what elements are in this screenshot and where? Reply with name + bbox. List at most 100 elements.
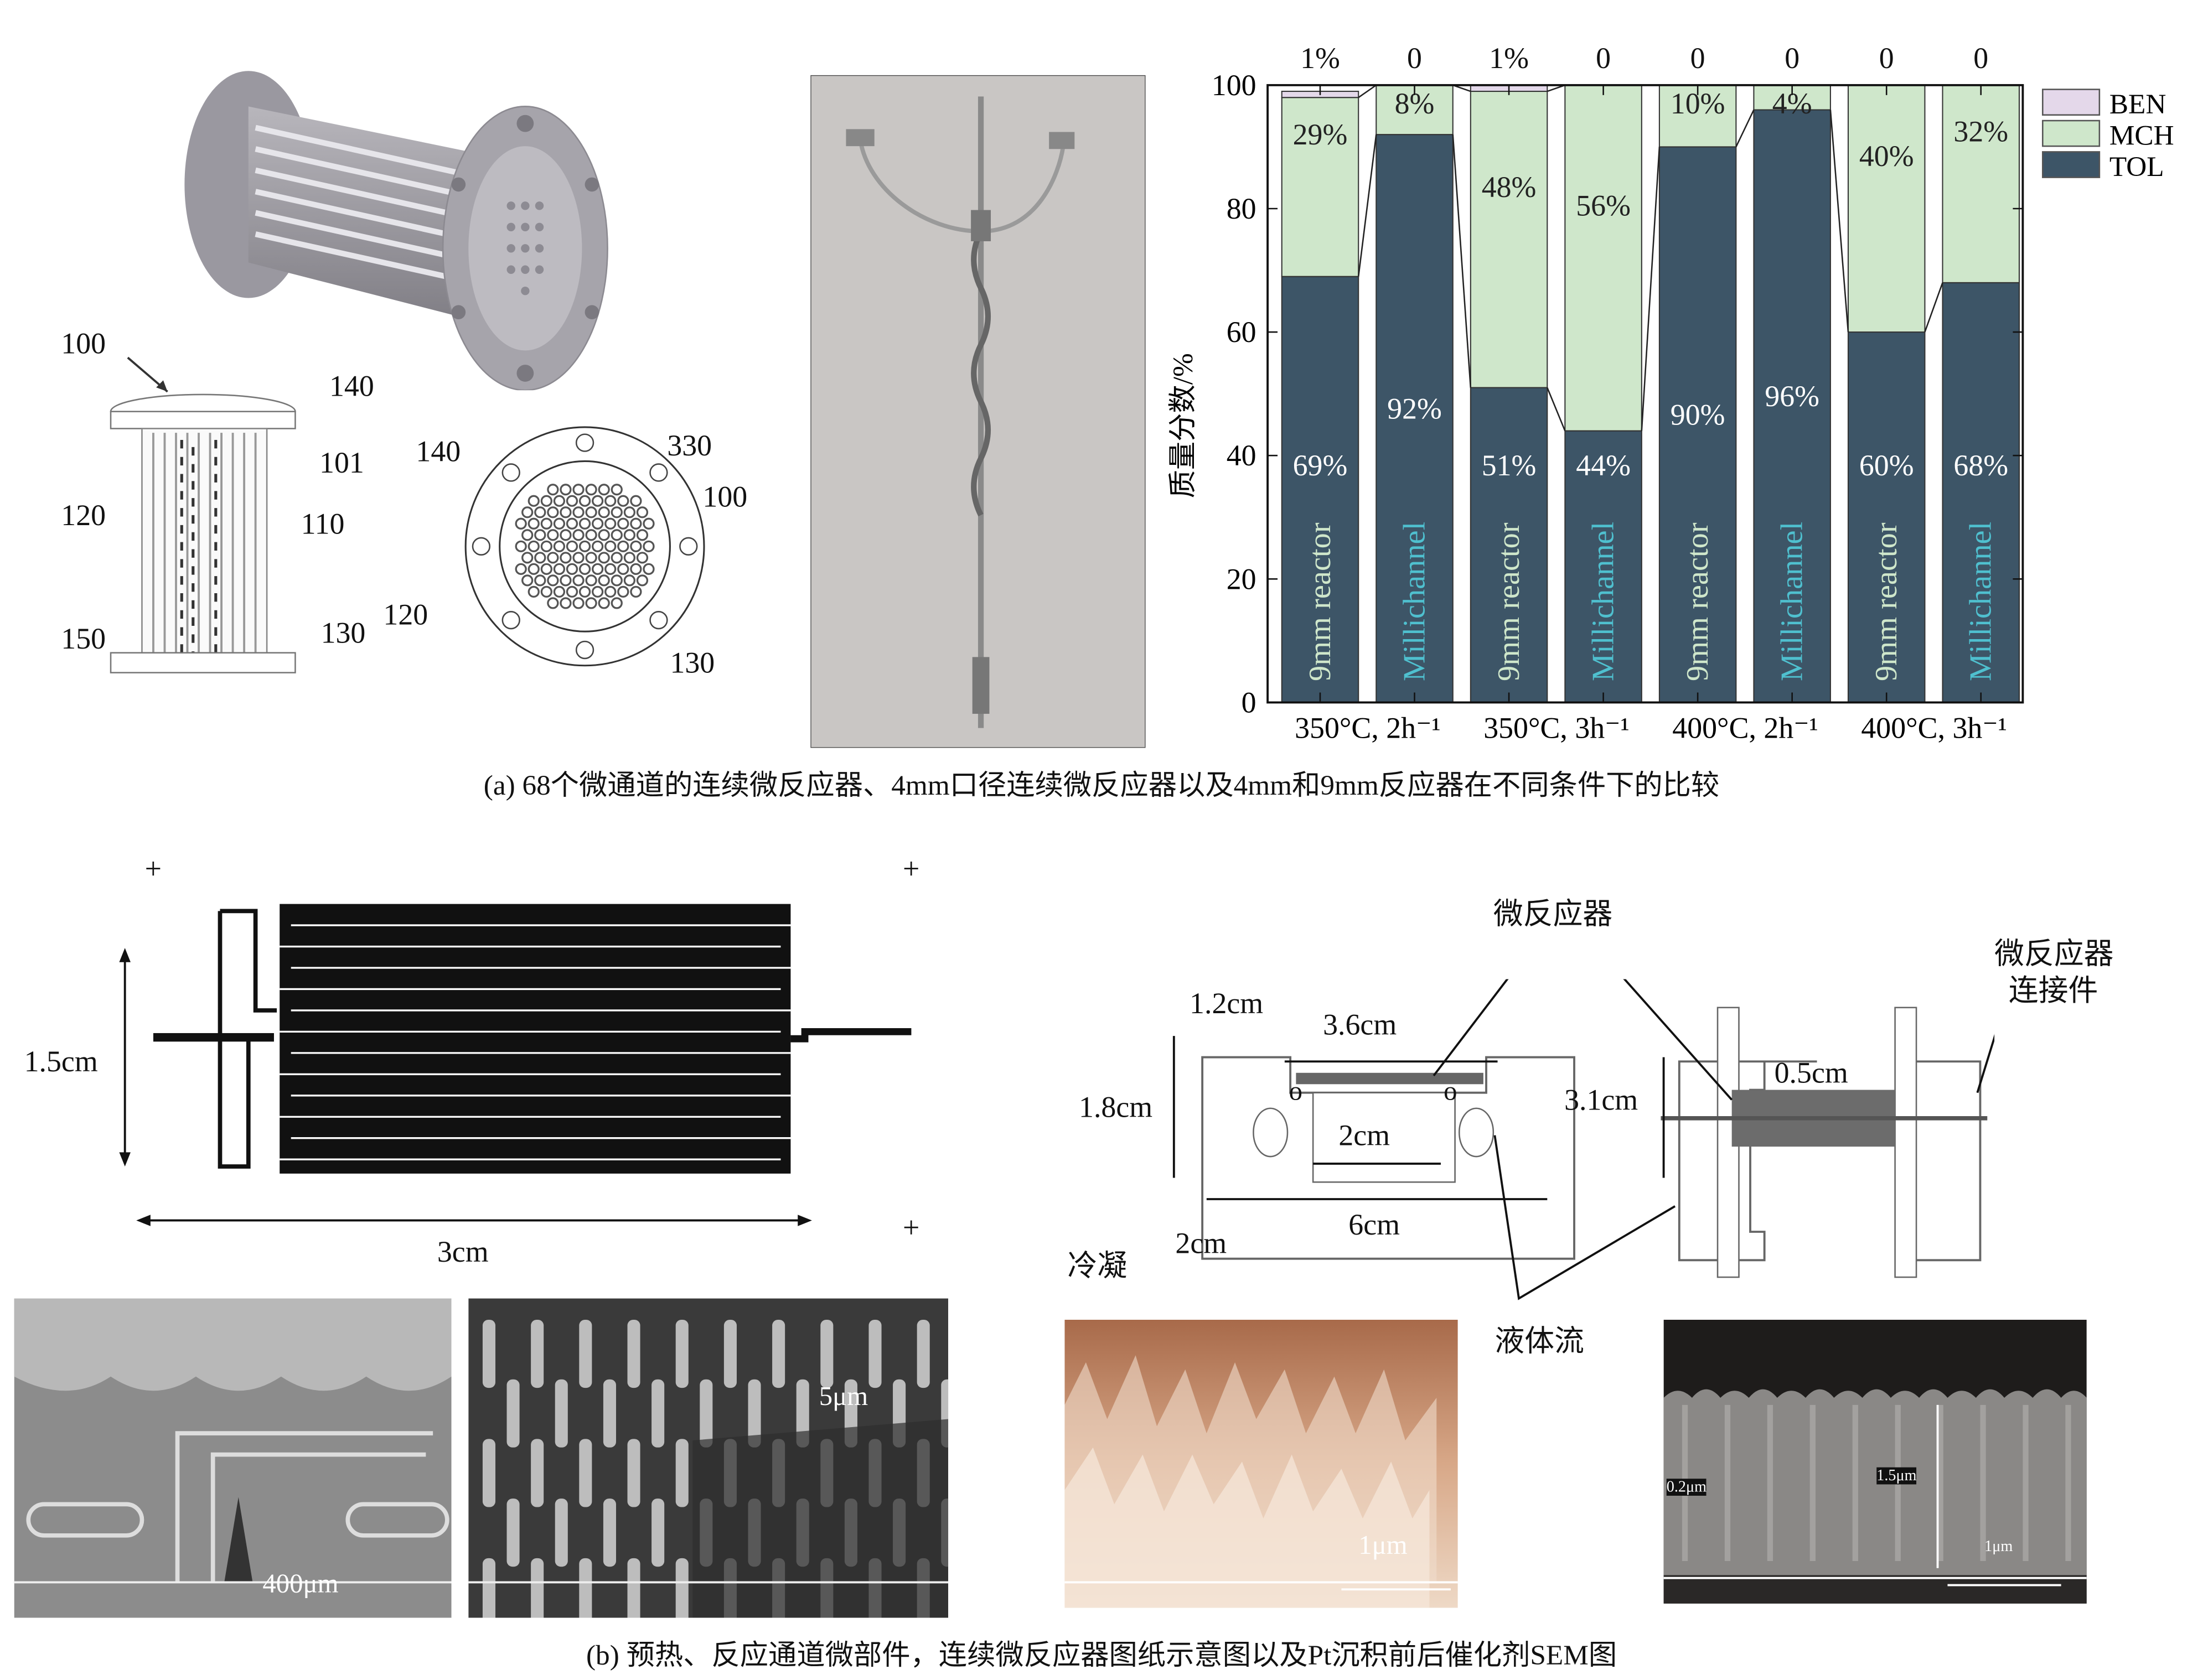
bar-type-label: 9mm reactor bbox=[1492, 522, 1526, 681]
label-120: 120 bbox=[61, 498, 106, 532]
pillar bbox=[555, 1498, 568, 1567]
connector-label-line1: 微反应器 bbox=[1994, 936, 2114, 971]
channel-hole bbox=[630, 563, 642, 575]
top-value-label: 0 bbox=[1879, 42, 1894, 75]
connector-line bbox=[1547, 387, 1566, 432]
label-130: 130 bbox=[320, 615, 366, 650]
bar-type-label: 9mm reactor bbox=[1303, 522, 1337, 681]
y-axis-label: 质量分数/% bbox=[1167, 353, 1199, 498]
channel-hole bbox=[643, 563, 655, 575]
legend-label-ben: BEN bbox=[2109, 89, 2166, 120]
channel-hole bbox=[623, 552, 635, 564]
channel-hole bbox=[547, 574, 559, 587]
legend-label-mch: MCH bbox=[2109, 120, 2174, 152]
end-label-100: 100 bbox=[702, 479, 748, 514]
plus-mark: + bbox=[144, 851, 162, 886]
pillar bbox=[796, 1379, 809, 1448]
dim-6cm: 6cm bbox=[1348, 1207, 1400, 1242]
y-tick-label: 20 bbox=[1227, 562, 1256, 595]
pillar bbox=[627, 1319, 640, 1388]
pillar bbox=[627, 1439, 640, 1507]
channel-hole bbox=[553, 585, 566, 598]
channel-hole bbox=[521, 552, 534, 564]
channel-hole bbox=[598, 484, 610, 496]
bar-mch bbox=[1281, 97, 1359, 277]
channel-hole bbox=[630, 495, 642, 507]
pillar bbox=[579, 1319, 592, 1388]
channel-hole bbox=[547, 597, 559, 609]
mch-value-label: 56% bbox=[1576, 189, 1631, 222]
tol-value-label: 90% bbox=[1671, 398, 1725, 431]
channel-hole bbox=[598, 597, 610, 609]
channel-hole bbox=[566, 495, 578, 507]
label-100: 100 bbox=[61, 326, 106, 361]
y-tick-label: 0 bbox=[1242, 686, 1256, 719]
channel-hole bbox=[585, 529, 597, 541]
end-label-130: 130 bbox=[670, 645, 715, 680]
channel-hole bbox=[585, 552, 597, 564]
top-value-label: 0 bbox=[1973, 42, 1988, 75]
end-label-120: 120 bbox=[383, 597, 428, 632]
x-group-label: 400°C, 3h⁻¹ bbox=[1861, 712, 2007, 745]
channel-hole bbox=[636, 574, 649, 587]
channel-hole bbox=[560, 574, 572, 587]
bar-type-label: Millichannel bbox=[1964, 522, 1998, 681]
sem-cross-section-image bbox=[1663, 1319, 2087, 1604]
channel-hole bbox=[630, 517, 642, 530]
pillar bbox=[723, 1319, 737, 1388]
pillar bbox=[531, 1558, 544, 1618]
channel-hole bbox=[598, 506, 610, 518]
channel-hole bbox=[604, 585, 617, 598]
channel-hole bbox=[604, 517, 617, 530]
pillar bbox=[748, 1379, 761, 1448]
sem-image-pillar-array bbox=[468, 1298, 949, 1618]
channel-hole bbox=[592, 563, 604, 575]
bar-type-label: Millichannel bbox=[1775, 522, 1809, 681]
channel-hole bbox=[585, 574, 597, 587]
bar-tol bbox=[1753, 109, 1831, 703]
channel-hole bbox=[572, 574, 585, 587]
channel-hole bbox=[611, 529, 623, 541]
top-value-label: 1% bbox=[1489, 42, 1529, 75]
o-mark: o bbox=[1289, 1077, 1302, 1107]
pillar bbox=[603, 1498, 616, 1567]
connector-label-line2: 连接件 bbox=[2008, 973, 2098, 1008]
pillar bbox=[627, 1558, 640, 1618]
channel-hole bbox=[643, 540, 655, 552]
channel-hole bbox=[585, 506, 597, 518]
bar-type-label: Millichannel bbox=[1397, 522, 1431, 681]
top-value-label: 0 bbox=[1407, 42, 1422, 75]
sem2-scale-label: 5μm bbox=[819, 1382, 868, 1412]
channel-hole bbox=[528, 563, 540, 575]
channel-hole bbox=[604, 495, 617, 507]
channel-hole bbox=[578, 585, 591, 598]
y-tick-label: 60 bbox=[1227, 315, 1256, 349]
channel-hole bbox=[566, 563, 578, 575]
preheat-channel-chip-drawing bbox=[119, 904, 912, 1226]
channel-hole bbox=[611, 597, 623, 609]
channel-hole bbox=[636, 552, 649, 564]
channel-hole bbox=[623, 574, 635, 587]
pillar bbox=[482, 1439, 496, 1507]
pillar bbox=[675, 1439, 689, 1507]
channel-hole bbox=[547, 484, 559, 496]
sem-image-preheat-channel bbox=[14, 1298, 452, 1618]
bar-tol bbox=[1942, 282, 2020, 703]
condense-label: 冷凝 bbox=[1067, 1248, 1128, 1283]
end-label-330: 330 bbox=[667, 428, 712, 463]
dim-2cm: 2cm bbox=[1338, 1118, 1390, 1153]
pillar bbox=[651, 1498, 665, 1567]
sem3-label-1um: 1μm bbox=[1984, 1538, 2013, 1555]
channel-hole bbox=[540, 517, 552, 530]
reactor-3d-render bbox=[184, 71, 608, 391]
channel-hole bbox=[636, 506, 649, 518]
tol-value-label: 69% bbox=[1293, 449, 1348, 482]
channel-hole bbox=[623, 529, 635, 541]
legend-label-tol: TOL bbox=[2109, 151, 2164, 183]
channel-hole bbox=[598, 552, 610, 564]
pillar bbox=[579, 1439, 592, 1507]
bar-mch bbox=[1847, 84, 1926, 333]
pillar bbox=[579, 1558, 592, 1618]
dim-1-8cm: 1.8cm bbox=[1079, 1090, 1153, 1124]
